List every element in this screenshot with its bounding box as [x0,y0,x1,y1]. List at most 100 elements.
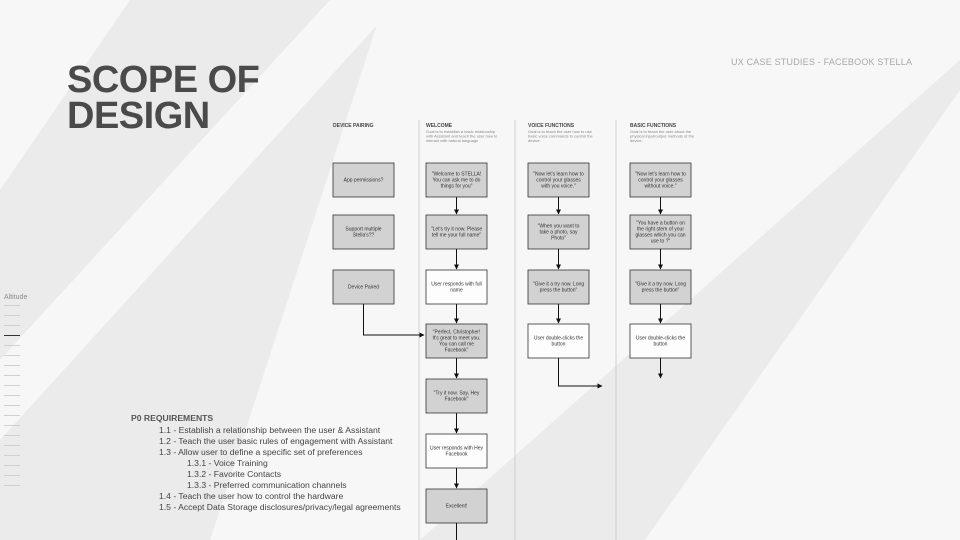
column-description: Goal is to teach the user how to use [528,129,593,134]
altitude-tick [4,335,20,336]
flow-box [425,162,488,198]
requirement-item: 1.2 - Teach the user basic rules of enga… [159,436,393,446]
connector-device-paired-to-welcome [363,304,425,338]
flow-box-label: "Now let's learn how to [533,172,584,178]
flow-box-label: press the button" [642,288,680,294]
flow-box [332,214,395,250]
flow-box-label: tell me your full name" [432,233,482,239]
flow-box-label: "Welcome to STELLA! [432,172,481,178]
flow-box-label: "Give it a try now. Long [533,282,584,288]
flow-box-label: press the button" [540,288,578,294]
column-title: DEVICE PAIRING [333,123,374,129]
requirement-item: 1.3.2 - Favorite Contacts [187,469,282,479]
flow-box [425,269,488,305]
altitude-tick [4,425,20,426]
flow-box-label: "Let's try it now. Please [431,227,483,233]
flow-box [629,214,692,250]
column-description: basic voice commands to control the [528,134,593,139]
flow-box-label: "You have a button on [636,221,685,227]
flow-box-label: button [654,342,668,348]
altitude-tick [4,315,20,316]
flow-box [332,162,395,198]
flow-box-label: You can ask me to do [433,178,481,184]
altitude-tick [4,385,20,386]
requirements-list: P0 REQUIREMENTS 1.1 - Establish a relati… [131,413,401,513]
flow-box-label: take a photo, say [539,230,578,236]
flow-box-label: Excellent! [446,504,468,510]
flow-box-label: App permissions? [344,178,384,184]
requirement-item: 1.3 - Allow user to define a specific se… [159,447,363,457]
altitude-tick [4,475,20,476]
diagonal-band-left [0,0,400,440]
flow-box-label: "When you want to [538,224,580,230]
flow-box-label: button [552,342,566,348]
flow-box-label: name [450,288,463,294]
flow-box-label: without voice." [644,184,676,190]
diagonal-band-top-left [0,0,130,190]
page-title-line-2: DESIGN [67,95,210,137]
column-description: Goal is to teach the user about the [630,129,692,134]
flow-box-label: control your glasses [536,178,581,184]
flow-box [425,488,488,524]
page-title: SCOPE OF DESIGN [67,59,260,137]
diagonal-band-right [645,90,960,540]
flow-box-label: It's great to meet you. [433,336,481,342]
flow-box [629,323,692,359]
requirement-item: 1.5 - Accept Data Storage disclosures/pr… [159,502,401,512]
column-description: device. [630,138,643,143]
altitude-tick [4,345,20,346]
column-description: Goal is to establish a basic relationshi… [426,129,496,134]
flow-box-label: User responds with full [431,282,482,288]
flow-box-label: "Give it a try now. Long [635,282,686,288]
flow-box [629,269,692,305]
flow-box [425,323,488,359]
flow-box [425,433,488,469]
altitude-label: Altitude [4,294,28,301]
altitude-tick [4,365,20,366]
column-description: with Assistant and teach the user how to [426,134,498,139]
requirement-item: 1.3.3 - Preferred communication channels [187,480,347,490]
altitude-tick [4,435,20,436]
flow-box-label: "Now let's learn how to [635,172,686,178]
flow-box [629,162,692,198]
flow-box-label: things for you" [441,184,473,190]
flow-box-label: with you voice." [541,184,576,190]
flow-box [425,214,488,250]
altitude-tick [4,445,20,446]
flow-box [425,378,488,414]
page-title-line-1: SCOPE OF [67,59,260,101]
altitude-tick [4,465,20,466]
requirement-item: 1.3.1 - Voice Training [187,458,268,468]
flow-box-label: User double-clicks the [636,336,685,342]
altitude-tick [4,405,20,406]
requirement-item: 1.4 - Teach the user how to control the … [159,491,344,501]
flow-box [527,162,590,198]
flow-box-label: User responds with Hey [430,446,484,452]
column-title: BASIC FUNCTIONS [630,123,677,129]
flow-box-label: You can call me [439,342,474,348]
altitude-tick [4,455,20,456]
altitude-tick [4,485,20,486]
flow-box-label: Photo" [551,236,566,242]
flow-box-label: Device Paired [348,285,379,291]
column-description: physical input/output methods of the [630,134,695,139]
flow-box-label: use to ?" [651,239,671,245]
requirement-item: 1.1 - Establish a relationship between t… [159,425,381,435]
flow-box-label: Support multiple [345,227,381,233]
column-description: interact with natural language [426,138,479,143]
flow-box-label: glasses which you can [635,233,685,239]
requirements-title: P0 REQUIREMENTS [131,413,214,423]
flow-box [332,269,395,305]
flow-box-label: User double-clicks the [534,336,583,342]
flow-box-label: the right stem of your [637,227,684,233]
flow-box-label: Stella's?? [353,233,375,239]
flow-box-label: "Try it now. Say, Hey [434,391,480,397]
altitude-tick [4,355,20,356]
altitude-tick [4,395,20,396]
flow-box-label: Facebook [446,452,468,458]
altitude-tick [4,305,20,306]
altitude-tick [4,325,20,326]
flow-box-label: "Perfect, Christopher! [433,330,481,336]
altitude-tick [4,415,20,416]
